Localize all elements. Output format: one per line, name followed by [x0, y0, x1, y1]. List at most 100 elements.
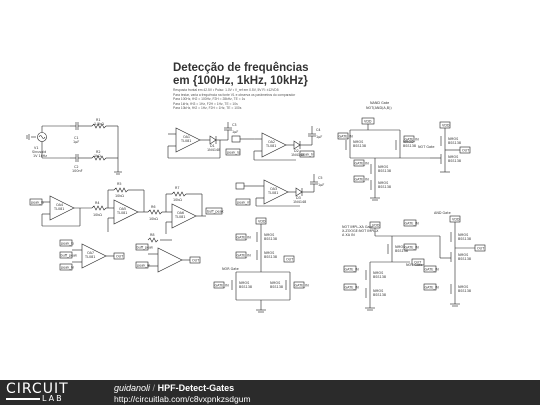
nor-t1-model: BSS138: [264, 237, 277, 241]
nand-in-b: GATE_IN: [405, 138, 420, 142]
nand-t2-model: BSS138: [403, 144, 416, 148]
notes-block: Resposta frontal em 42.5V • Pulso: 1.0V …: [173, 88, 373, 111]
diode-d1[interactable]: [209, 135, 228, 158]
d3-part: 1N4148: [293, 200, 306, 204]
nand-t1-model: BSS138: [353, 144, 366, 148]
nand-vdd: VDD: [364, 120, 372, 124]
c2-label: C2: [74, 165, 79, 169]
note-line: Para 1kHz, fH3 = 1Hz, F2H = 1Hz, TE = 10…: [173, 101, 238, 106]
opamp-oa2[interactable]: [231, 132, 296, 161]
oa2-part: TL081: [265, 144, 276, 148]
d2-part: 1N4148: [291, 153, 304, 157]
schematic-canvas: V1 Sinusoid 1V 1kHz C1 1μF R1 1.5kΩ C2 1…: [26, 101, 486, 313]
peak-hi-label: peak_hi: [301, 153, 314, 157]
resistor-r8[interactable]: [147, 237, 172, 243]
not-impl-t2-model: BSS138: [373, 275, 386, 279]
re-label: R8: [150, 233, 155, 237]
d1-label: D1: [210, 144, 215, 148]
not-impl-t1-model: BSS138: [395, 249, 408, 253]
opamp-oa1[interactable]: [167, 127, 220, 159]
capacitor-c3[interactable]: [224, 122, 232, 140]
resistor-r6[interactable]: [147, 209, 172, 215]
and-t2: NMOS: [458, 253, 468, 257]
rb-value: 10kΩ: [115, 194, 124, 198]
resistor-r1[interactable]: [91, 123, 118, 129]
opamp-oa5[interactable]: [107, 199, 148, 232]
diode-d3[interactable]: [295, 187, 314, 197]
page-title: Detecção de frequências em {100Hz, 1kHz,…: [173, 62, 309, 88]
attribution-separator: /: [152, 383, 156, 393]
opamp-oa3[interactable]: [235, 179, 300, 207]
not-impl-in-a: GATE_IN: [345, 268, 360, 272]
c1-label: C1: [74, 136, 79, 140]
comp1-in-peak-hi: peak_hi: [61, 266, 74, 270]
circuit-name[interactable]: HPF-Detect-Gates: [157, 383, 235, 393]
capacitor-c2[interactable]: [70, 154, 92, 162]
d2-label: D2: [294, 149, 299, 153]
and-t1: NMOS: [458, 233, 468, 237]
resistor-r2[interactable]: [91, 155, 118, 161]
peak-m-label: peak_m: [237, 201, 251, 205]
nor-out: OUT: [286, 258, 294, 262]
resistor-r5[interactable]: [107, 187, 145, 212]
nor-in-d: GATE_IN: [295, 284, 310, 288]
footer-bar: CIRCUIT LAB guidanoli / HPF-Detect-Gates…: [0, 380, 540, 405]
and-t1-model: BSS138: [458, 237, 471, 241]
nor-gate-transistors[interactable]: [213, 217, 305, 313]
not-impl-gate-transistors[interactable]: [343, 219, 425, 311]
opamp-oa6[interactable]: [165, 203, 223, 234]
d1-part: 1N4148: [207, 148, 220, 152]
not-impl-in-c: GATE_IN: [405, 222, 420, 226]
nand-in-a: GATE_IN: [339, 135, 354, 139]
author-name[interactable]: guidanoli: [114, 383, 151, 393]
oa6-label: OA6: [177, 211, 184, 215]
circuitlab-logo[interactable]: CIRCUIT LAB: [6, 382, 96, 404]
rc-label: R6: [151, 205, 156, 209]
rb-label: R5: [117, 182, 122, 186]
comp1-in-peak-lo: peak_lo: [61, 242, 74, 246]
comp2-in-peak-m: peak_m: [137, 264, 151, 268]
opamp-oa4[interactable]: [29, 195, 92, 227]
title-line-1: Detecção de frequências: [173, 62, 309, 74]
oa3-label: OA3: [270, 187, 277, 191]
nand-in-d: GATE_IN: [355, 178, 370, 182]
and-in-a: GATE_IN: [425, 286, 440, 290]
nand-gate-transistors[interactable]: [337, 117, 430, 201]
nand-gate-subtitle: NOT(AND(A,B)): [366, 106, 392, 110]
opamp-oa7[interactable]: [59, 239, 125, 271]
not-gate-transistors[interactable]: [430, 121, 471, 173]
oa2-label: OA2: [268, 140, 275, 144]
oa3-part: TL081: [267, 191, 278, 195]
circuit-attribution: guidanoli / HPF-Detect-Gates: [114, 383, 234, 393]
not-vdd: VDD: [442, 124, 450, 128]
r2-value: 1kΩ: [94, 154, 101, 158]
not-out: OUT: [462, 149, 470, 153]
not-gate-title: NOT Gate: [418, 145, 434, 149]
opamp-oa8[interactable]: [135, 243, 201, 273]
nor-t4-model: BSS138: [270, 285, 283, 289]
signal-source[interactable]: [37, 125, 71, 159]
capacitor-c4[interactable]: [308, 126, 316, 145]
oa5-part: TL081: [116, 211, 127, 215]
and-out: OUT: [477, 247, 485, 251]
resistor-r7[interactable]: [165, 191, 203, 216]
and-gate-transistors[interactable]: [420, 215, 486, 307]
diode-d2[interactable]: [293, 140, 312, 150]
not-impl-t1: NMOS: [395, 245, 405, 249]
comp1-out: OUT: [116, 255, 124, 259]
not-impl-t3: NMOS: [373, 289, 383, 293]
not-impl-line2: X-ZOOGE:NOT IMPL-X: [342, 229, 379, 233]
capacitor-c5[interactable]: [310, 174, 318, 192]
nor-t4: NMOS: [270, 281, 280, 285]
circuit-url-link[interactable]: http://circuitlab.com/c8vxpnkzsdgum: [114, 394, 251, 404]
note-line: Para 100Hz, fH2 = 100Hz, F2H = 28kHz, TE…: [173, 97, 246, 102]
note-line: Resposta frontal em 42.5V • Pulso: 1.0V …: [173, 88, 279, 92]
resistor-r4[interactable]: [91, 205, 114, 211]
net-label-peak-m: [235, 198, 251, 206]
ground-symbol: [26, 134, 36, 140]
not-impl-in-d: GATE_IN: [405, 246, 420, 250]
oa5-label: OA5: [119, 207, 126, 211]
nor-in-b: GATE_IN: [237, 254, 252, 258]
title-line-2: em {100Hz, 1kHz, 10kHz}: [173, 75, 308, 87]
capacitor-c1[interactable]: [70, 122, 92, 130]
